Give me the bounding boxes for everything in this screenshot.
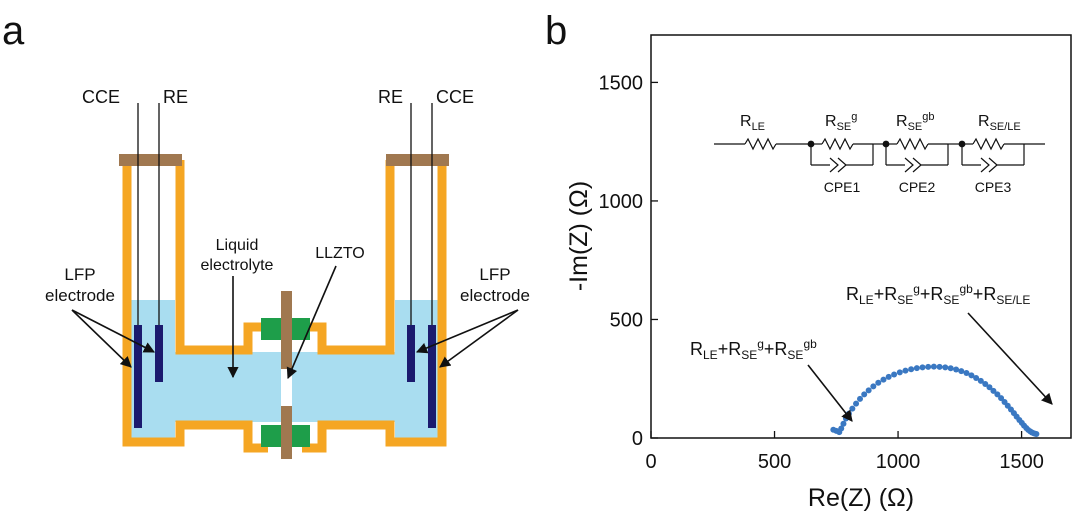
data-point [875,379,882,386]
data-point [896,369,903,376]
r-se-gb-label: RSEgb [896,111,935,133]
gasket-bottom-left [261,425,282,447]
gasket-top-left [261,318,282,340]
x-tick-label: 1000 [876,451,921,473]
data-point [880,376,887,383]
y-tick-label: 500 [610,309,643,331]
cce-right-label: CCE [436,87,474,107]
electrode-right-label: electrode [460,286,530,305]
data-point [861,391,868,398]
data-point [947,365,954,372]
llzto-pellet-bottom [281,406,292,459]
r-se-g-label: RSEg [825,111,857,133]
cpe1-label: CPE1 [824,179,861,195]
y-tick-label: 0 [632,428,643,450]
y-axis-label: -Im(Z) (Ω) [565,181,593,291]
data-point [925,363,932,370]
data-point [908,366,915,373]
y-tick-label: 1500 [599,72,644,94]
data-point [936,363,943,370]
lfp-left-label: LFP [64,265,95,284]
data-point [990,387,997,394]
gasket-bottom-right [289,425,310,447]
data-point [885,373,892,380]
electrode-wires [137,103,433,325]
data-point [977,377,984,384]
x-axis-ticks: 0 500 1000 1500 [645,431,1044,473]
lfp-right-label: LFP [479,265,510,284]
electrolyte-label: electrolyte [201,257,274,274]
lfp-electrode-left-b [155,325,163,382]
gasket-top-right [289,318,310,340]
data-point [865,387,872,394]
x-tick-label: 500 [758,451,791,473]
data-point [857,395,864,402]
circuit-node-3 [958,140,966,148]
data-point [902,367,909,374]
x-tick-label: 0 [645,451,656,473]
x-axis-label: Re(Z) (Ω) [808,484,914,512]
lfp-electrode-right-a [407,325,415,382]
left-cap [119,154,182,166]
data-point [849,405,856,412]
r-le-label: RLE [740,113,765,133]
panel-b-label: b [545,9,567,53]
panel-b-arrows [807,312,1053,422]
right-cap [386,154,449,166]
plot-frame [650,34,1072,439]
data-point [973,375,980,382]
data-point [891,371,898,378]
re-left-label: RE [163,87,188,107]
data-point [838,425,845,432]
x-tick-label: 1500 [999,451,1044,473]
llzto-pellet-top [281,291,292,369]
y-tick-label: 1000 [599,191,644,213]
nyquist-data-points [830,363,1040,437]
data-point [968,372,975,379]
circuit-node-1 [807,140,815,148]
data-point [942,364,949,371]
annotation-left: RLE+RSEg+RSEgb [690,337,817,362]
data-point [840,420,847,427]
data-point [958,368,965,375]
equivalent-circuit [714,137,1045,173]
data-point [930,363,937,370]
panel-a: a [2,9,530,459]
cell-walls [122,160,447,453]
lfp-electrode-left-a [134,325,142,428]
data-point [953,366,960,373]
data-point [998,395,1005,402]
circuit-node-2 [882,140,890,148]
re-right-label: RE [378,87,403,107]
cpe3-label: CPE3 [975,179,1012,195]
cce-left-label: CCE [82,87,120,107]
data-point [853,400,860,407]
data-point [982,380,989,387]
data-point [913,365,920,372]
panel-b: b 0 500 1000 1500 0 500 1000 1500 Re(Z) (Ω) -I… [545,9,1072,512]
panel-a-label: a [2,9,25,53]
llzto-label: LLZTO [315,245,365,262]
data-point [994,391,1001,398]
electrode-left-label: electrode [45,286,115,305]
cpe2-label: CPE2 [899,179,936,195]
data-point [870,383,877,390]
lfp-electrode-right-b [428,325,436,428]
data-point [986,384,993,391]
liquid-label: Liquid [216,237,259,254]
data-point [919,364,926,371]
annotation-right: RLE+RSEg+RSEgb+RSE/LE [846,282,1030,307]
circuit-labels: RLE RSEg RSEgb RSE/LE CPE1 CPE2 CPE3 [740,111,1021,195]
llzto-pellet-window [281,369,292,406]
panel-a-arrows [71,265,519,380]
data-point [1033,430,1040,437]
data-point [963,370,970,377]
y-axis-ticks: 0 500 1000 1500 [599,72,658,450]
r-se-le-label: RSE/LE [978,113,1021,133]
